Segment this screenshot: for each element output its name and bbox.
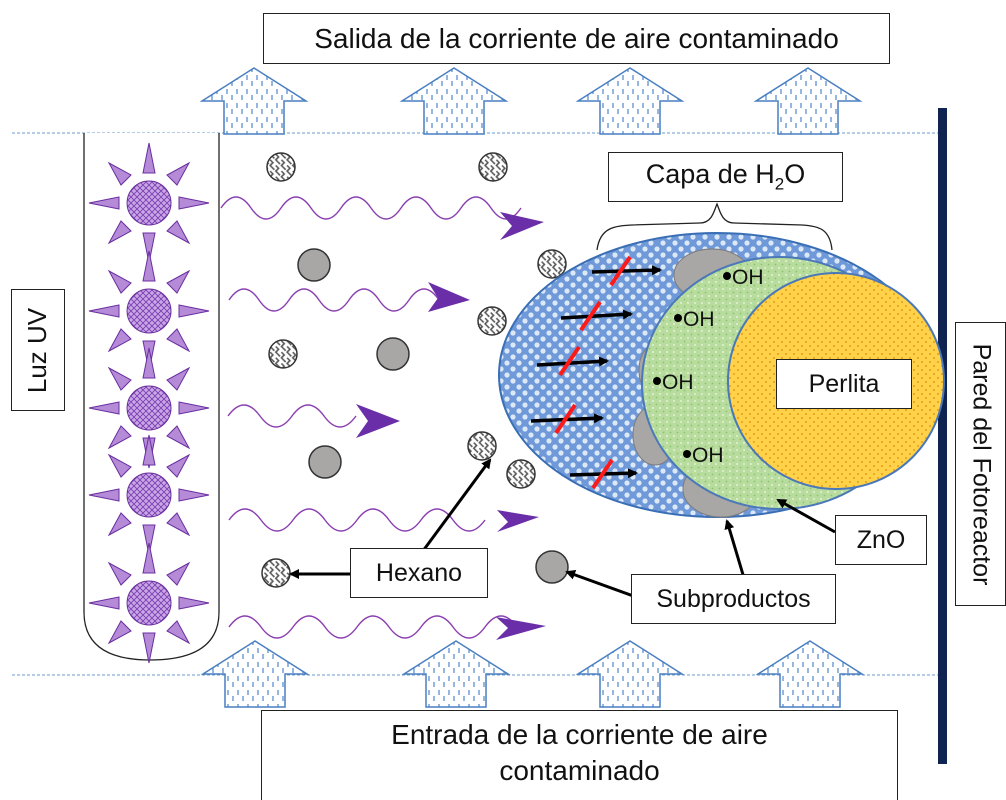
byproduct-pointer-arrow — [724, 519, 746, 579]
byproduct-molecule — [308, 445, 342, 479]
hexane-pointer-arrow — [418, 458, 492, 556]
inlet-label: Entrada de la corriente de aire contamin… — [391, 719, 768, 787]
byproduct-molecule — [376, 337, 410, 371]
byproduct-molecule — [297, 248, 331, 282]
uv-wave-arrowheads — [356, 212, 546, 640]
transport-arrow — [591, 265, 662, 276]
uv-wave — [227, 404, 357, 428]
uv-wave — [228, 615, 518, 639]
hexane-label: Hexano — [375, 558, 463, 587]
inlet-label-box: Entrada de la corriente de aire contamin… — [261, 710, 898, 800]
water-layer-label: Capa de H2O — [646, 159, 806, 194]
oh-radical: OH — [723, 266, 764, 290]
reactor-wall-label: Pared del Fotoreactor — [967, 343, 996, 585]
arrowhead-icon — [356, 404, 400, 438]
reactor-wall-label-box: Pared del Fotoreactor — [955, 322, 1006, 606]
uv-sun-icon — [88, 347, 210, 469]
inlet-arrow — [403, 640, 509, 708]
label-pointers — [289, 458, 836, 599]
uv-suns — [88, 142, 210, 664]
outlet-label: Salida de la corriente de aire contamina… — [314, 22, 839, 54]
hexane-molecule — [268, 339, 298, 369]
outlet-arrow — [401, 67, 507, 135]
blocked-mark — [554, 403, 577, 435]
oh-radical-label: OH — [662, 371, 694, 394]
blocked-mark — [591, 458, 614, 490]
uv-wave — [228, 288, 440, 312]
blocked-mark — [579, 300, 602, 332]
outlet-arrow — [201, 67, 307, 135]
hexane-molecule — [261, 558, 291, 588]
byproducts-label-box: Subproductos — [631, 574, 836, 624]
arrowhead-icon — [500, 212, 544, 240]
uv-sun-icon — [88, 542, 210, 664]
zno-pointer-arrow — [776, 498, 836, 534]
perlite-label-box: Perlita — [776, 359, 912, 409]
perlite-label: Perlita — [808, 369, 880, 398]
reactor-wall — [938, 108, 947, 764]
water-layer-brace — [596, 202, 833, 251]
water-layer-subscript: 2 — [774, 174, 785, 194]
uv-light-label-box: Luz UV — [11, 289, 65, 411]
oh-radical-label: OH — [683, 308, 715, 331]
arrowhead-icon — [497, 510, 539, 532]
hexane-molecule — [467, 431, 497, 461]
oh-radical-label: OH — [692, 444, 724, 467]
hexane-molecule — [266, 152, 296, 182]
radical-dot-icon — [683, 450, 691, 459]
water-layer-prefix: Capa de H — [645, 159, 775, 190]
blocked-mark — [558, 345, 581, 377]
zno-label: ZnO — [856, 525, 906, 554]
uv-sun-icon — [88, 434, 210, 556]
byproduct-molecules — [297, 248, 569, 584]
blocked-marks — [554, 255, 632, 490]
outlet-label-box: Salida de la corriente de aire contamina… — [263, 13, 890, 64]
uv-sun-icon — [88, 250, 210, 372]
outlet-arrow — [577, 67, 683, 135]
zno-label-box: ZnO — [835, 515, 927, 565]
uv-sun-icon — [88, 142, 210, 264]
uv-waves — [220, 196, 522, 639]
hexane-molecule — [477, 306, 507, 336]
arrowhead-icon — [496, 617, 546, 640]
arrowhead-icon — [428, 282, 470, 312]
transport-arrow — [560, 309, 633, 320]
hexane-label-box: Hexano — [350, 548, 488, 598]
hexane-molecule — [506, 459, 536, 489]
oh-radical-label: OH — [732, 266, 764, 289]
oh-radical: OH — [683, 444, 724, 468]
outlet-arrow — [755, 67, 861, 135]
byproduct-molecule — [535, 550, 569, 584]
uv-light-label: Luz UV — [22, 307, 53, 393]
catalyst-particle — [498, 232, 945, 518]
inlet-arrow — [577, 640, 683, 708]
transport-arrow — [536, 356, 609, 367]
outlet-flow-arrows — [201, 67, 861, 135]
inlet-arrow — [202, 640, 308, 708]
blocked-mark — [609, 255, 632, 287]
hexane-molecules — [261, 152, 567, 588]
water-layer-suffix: O — [784, 159, 806, 190]
hexane-molecule — [537, 249, 567, 279]
radical-dot-icon — [653, 377, 661, 386]
radical-dot-icon — [674, 314, 682, 323]
inlet-flow-arrows — [202, 640, 863, 708]
byproduct-pointer-arrow — [565, 570, 637, 599]
inlet-arrow — [757, 640, 863, 708]
oh-radical: OH — [674, 308, 715, 332]
radical-dot-icon — [723, 272, 731, 281]
oh-radical: OH — [653, 371, 694, 395]
hexane-molecule — [478, 152, 508, 182]
byproducts-label: Subproductos — [656, 584, 811, 613]
uv-wave — [220, 196, 522, 220]
water-layer-label-box: Capa de H2O — [608, 152, 843, 202]
uv-wave — [228, 508, 486, 532]
